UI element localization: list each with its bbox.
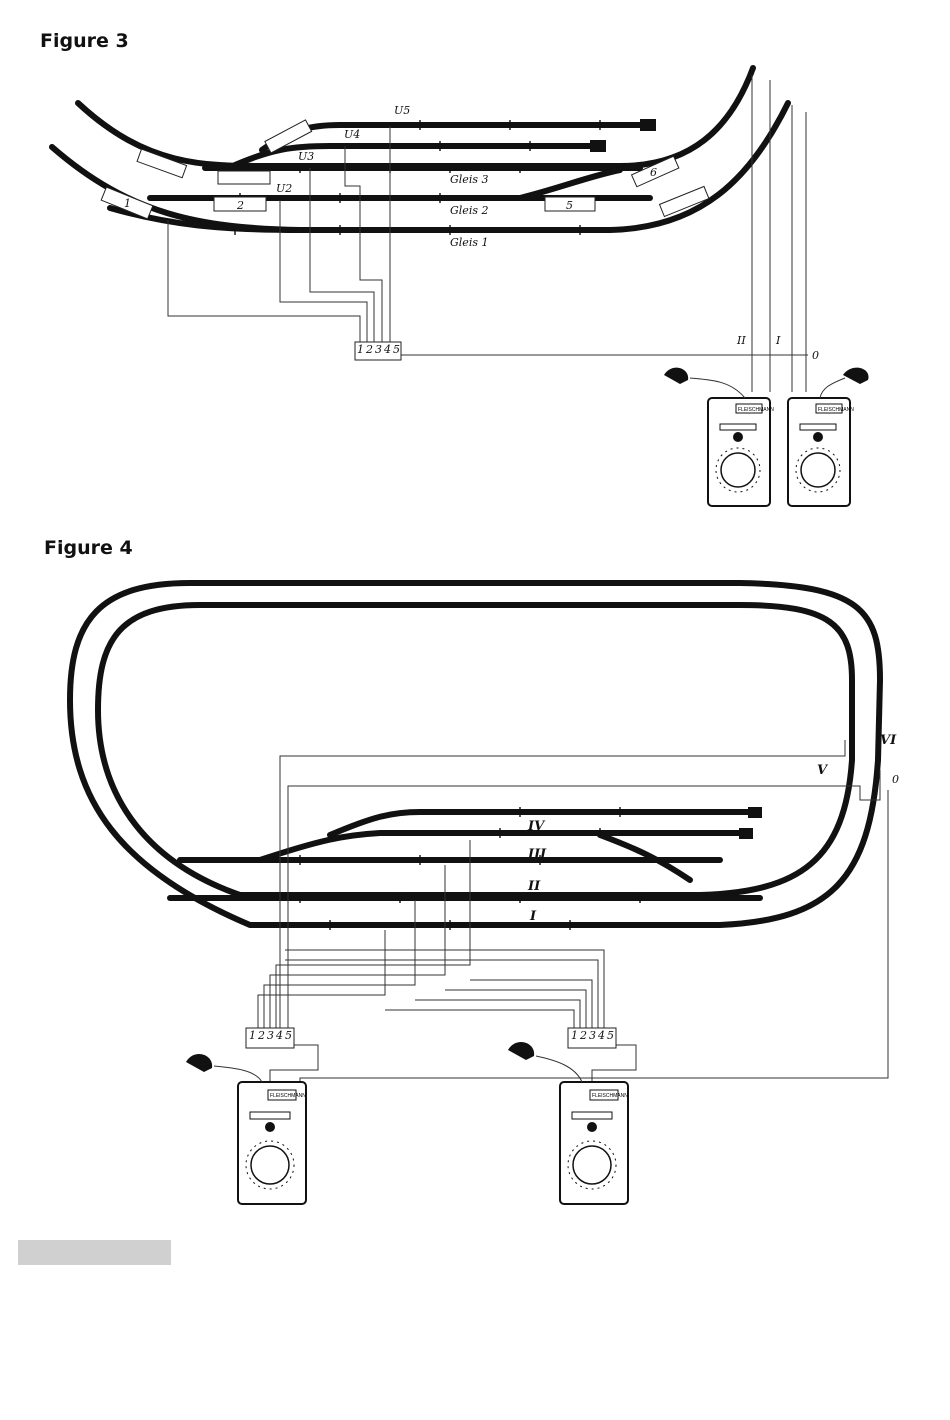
svg-text:1: 1 [357,343,364,356]
fig4-label-track-iv: IV [527,819,546,834]
svg-text:FLEISCHMANN: FLEISCHMANN [818,407,854,413]
fig3-wagon-number-5: 5 [566,199,573,212]
fig3-controller-right: FLEISCHMANN [788,398,854,506]
fig3-wire-label-i: I [775,334,781,347]
fig3-wagon-number-1: 1 [124,197,131,210]
svg-text:2: 2 [365,343,373,356]
fig3-label-u2: U2 [276,182,292,195]
svg-text:4: 4 [597,1029,605,1042]
fig3-label-gleis-2: Gleis 2 [450,204,488,217]
fig3-label-u3: U3 [298,150,314,163]
fig4-terminal-numbers-right: 1 2 3 4 5 [571,1029,614,1042]
fig3-siding-u4 [235,146,595,165]
fig4-label-track-ii: II [527,879,541,894]
fig3-crossover [520,170,620,198]
svg-text:1: 1 [249,1029,256,1042]
fig3-label-u5: U5 [394,104,410,117]
fig3-label-gleis-3: Gleis 3 [450,173,488,186]
fig3-label-gleis-1: Gleis 1 [450,236,488,249]
fig4-wire-label-0: 0 [892,773,899,786]
figure-3-diagram: 1 2 5 6 Gleis 3 Gleis 2 Gleis 1 U2 U3 U4… [52,68,869,506]
fig4-power-plugs [186,1042,582,1082]
fig3-wagon-number-6: 6 [650,166,657,179]
fig4-buffer-stop-iv [739,828,753,839]
svg-text:3: 3 [375,343,382,356]
fig3-buffer-stop-u4 [590,140,606,152]
svg-text:FLEISCHMANN: FLEISCHMANN [592,1093,628,1099]
fig3-power-plugs [664,368,869,398]
fig4-label-track-i: I [529,909,537,924]
fig3-wagon-number-2: 2 [236,199,244,212]
fig4-wire-label-v: V [817,763,829,778]
fig3-wire-label-ii: II [736,334,746,347]
fig4-buffer-stop-upper [748,807,762,818]
fig3-controller-left: FLEISCHMANN [708,398,774,506]
svg-text:1: 1 [571,1029,578,1042]
svg-text:4: 4 [275,1029,283,1042]
fig4-controller-left: FLEISCHMANN [238,1082,306,1204]
svg-text:FLEISCHMANN: FLEISCHMANN [738,407,774,413]
fig4-inner-oval [98,605,852,895]
fig4-controller-right: FLEISCHMANN [560,1082,628,1204]
svg-text:2: 2 [579,1029,587,1042]
fig4-label-track-iii: III [527,847,547,862]
svg-text:5: 5 [285,1029,292,1042]
svg-text:5: 5 [393,343,400,356]
fig3-wire-label-0: 0 [812,349,819,362]
fig3-outer-track-upper [78,68,753,166]
svg-text:3: 3 [267,1029,274,1042]
svg-text:5: 5 [607,1029,614,1042]
svg-text:FLEISCHMANN: FLEISCHMANN [270,1093,306,1099]
svg-text:4: 4 [383,343,391,356]
fig4-wire-label-vi: VI [880,733,897,748]
gray-placeholder-bar [18,1240,171,1265]
figure-4-diagram: I II III IV V VI 0 1 2 [70,583,899,1204]
fig4-terminal-numbers-left: 1 2 3 4 5 [249,1029,292,1042]
fig3-terminal-numbers: 1 2 3 4 5 [357,343,400,356]
fig3-buffer-stop-u5 [640,119,656,131]
svg-text:2: 2 [257,1029,265,1042]
svg-text:3: 3 [589,1029,596,1042]
fig3-label-u4: U4 [344,128,360,141]
